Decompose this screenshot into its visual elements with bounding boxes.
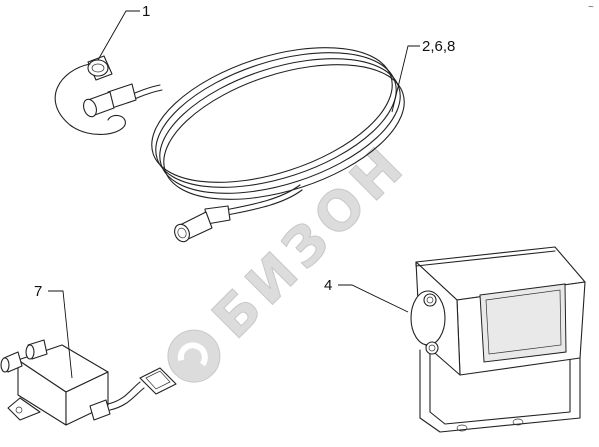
callout-7: 7 [34,283,42,300]
leader-7 [48,290,73,379]
rear-camera [410,246,586,433]
watermark-logo-icon [167,329,221,383]
cable-coil [129,47,405,216]
callout-4: 4 [324,277,332,294]
splitter-box [0,339,177,426]
callout-1: 1 [142,3,150,20]
callout-2-6-8: 2,6,8 [422,38,455,55]
leader-lines [48,10,420,379]
leader-2 [391,45,420,113]
leader-1 [97,10,140,61]
connector-with-cap [54,55,137,136]
cable-connector-lower [174,205,231,243]
leader-4 [338,284,409,313]
watermark-text: БИЗОН [200,132,418,350]
corner-mark: ~ [588,2,594,13]
